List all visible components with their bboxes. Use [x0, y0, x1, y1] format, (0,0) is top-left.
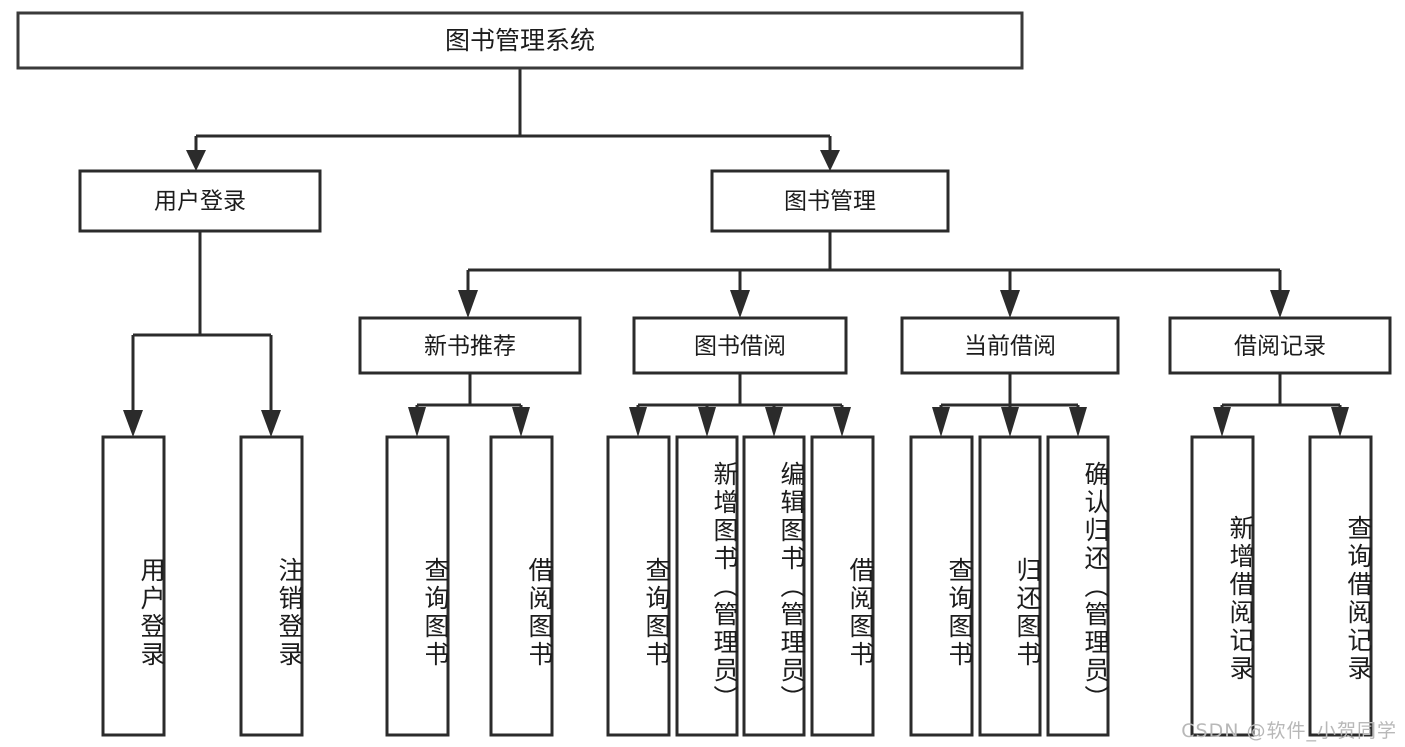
arrow-head-book-management: [820, 150, 840, 171]
node-root[interactable]: 图书管理系统: [16, 11, 1024, 70]
leaf-box-query-book-1[interactable]: [385, 435, 450, 737]
connector-group-new-book-recommend-to-leaves: [408, 373, 530, 437]
node-borrow-record[interactable]: 借阅记录: [1168, 316, 1392, 375]
arrow-head-borrow-record: [1270, 290, 1290, 318]
node-root-box[interactable]: [16, 11, 1024, 70]
arrow-head-leaf-edit-book: [765, 407, 783, 437]
connector-group-current-borrow-to-leaves: [932, 373, 1087, 437]
node-new-book-recommend-box[interactable]: [358, 316, 582, 375]
connector-group-user-login-to-leaves: [123, 231, 281, 437]
arrow-head-leaf-user-logout: [261, 410, 281, 437]
arrow-head-leaf-query-book-3: [932, 407, 950, 437]
leaf-box-add-book[interactable]: [675, 435, 739, 737]
watermark: CSDN @软件_小贺同学: [1181, 720, 1397, 742]
node-current-borrow-label: 当前借阅: [964, 334, 1056, 360]
node-borrow-record-label: 借阅记录: [1234, 334, 1326, 360]
arrow-head-leaf-confirm-return: [1069, 407, 1087, 437]
leaf-box-edit-book[interactable]: [742, 435, 806, 737]
arrow-head-leaf-query-record: [1331, 407, 1349, 437]
node-book-management[interactable]: 图书管理: [710, 169, 950, 233]
leaf-box-confirm-return[interactable]: [1046, 435, 1110, 737]
arrow-head-leaf-add-record: [1213, 407, 1231, 437]
arrow-head-leaf-borrow-book-1: [512, 407, 530, 437]
connector-group-book-management-to-level3: [458, 231, 1290, 318]
node-book-borrow-box[interactable]: [632, 316, 848, 375]
connector-group-book-borrow-to-leaves: [629, 373, 851, 437]
arrow-head-leaf-user-login: [123, 410, 143, 437]
node-new-book-recommend[interactable]: 新书推荐: [358, 316, 582, 375]
leaf-box-user-login[interactable]: [101, 435, 166, 737]
leaf-box-user-logout[interactable]: [239, 435, 304, 737]
leaf-box-return-book[interactable]: [978, 435, 1042, 737]
node-book-borrow[interactable]: 图书借阅: [632, 316, 848, 375]
leaf-box-query-book-2[interactable]: [606, 435, 671, 737]
leaf-box-borrow-book-1[interactable]: [489, 435, 554, 737]
connector-group-borrow-record-to-leaves: [1213, 373, 1349, 437]
leaf-box-query-book-3[interactable]: [909, 435, 974, 737]
node-root-label: 图书管理系统: [445, 26, 595, 55]
node-new-book-recommend-label: 新书推荐: [424, 334, 516, 360]
leaf-box-borrow-book-2[interactable]: [810, 435, 875, 737]
node-user-login[interactable]: 用户登录: [78, 169, 322, 233]
node-current-borrow[interactable]: 当前借阅: [900, 316, 1120, 375]
arrow-head-leaf-borrow-book-2: [833, 407, 851, 437]
connector-group-root-to-level2: [186, 68, 840, 171]
arrow-head-new-book-recommend: [458, 290, 478, 318]
leaf-box-add-record[interactable]: [1190, 435, 1255, 737]
arrow-head-current-borrow: [1000, 290, 1020, 318]
arrow-head-leaf-query-book-2: [629, 407, 647, 437]
node-book-management-box[interactable]: [710, 169, 950, 233]
node-user-login-box[interactable]: [78, 169, 322, 233]
node-user-login-label: 用户登录: [154, 189, 246, 215]
leaf-box-query-record[interactable]: [1308, 435, 1373, 737]
node-borrow-record-box[interactable]: [1168, 316, 1392, 375]
node-current-borrow-box[interactable]: [900, 316, 1120, 375]
node-book-borrow-label: 图书借阅: [694, 334, 786, 360]
arrow-head-leaf-return-book: [1001, 407, 1019, 437]
arrow-head-user-login: [186, 150, 206, 171]
arrow-head-leaf-add-book: [698, 407, 716, 437]
arrow-head-book-borrow: [730, 290, 750, 318]
node-book-management-label: 图书管理: [784, 189, 876, 215]
arrow-head-leaf-query-book-1: [408, 407, 426, 437]
